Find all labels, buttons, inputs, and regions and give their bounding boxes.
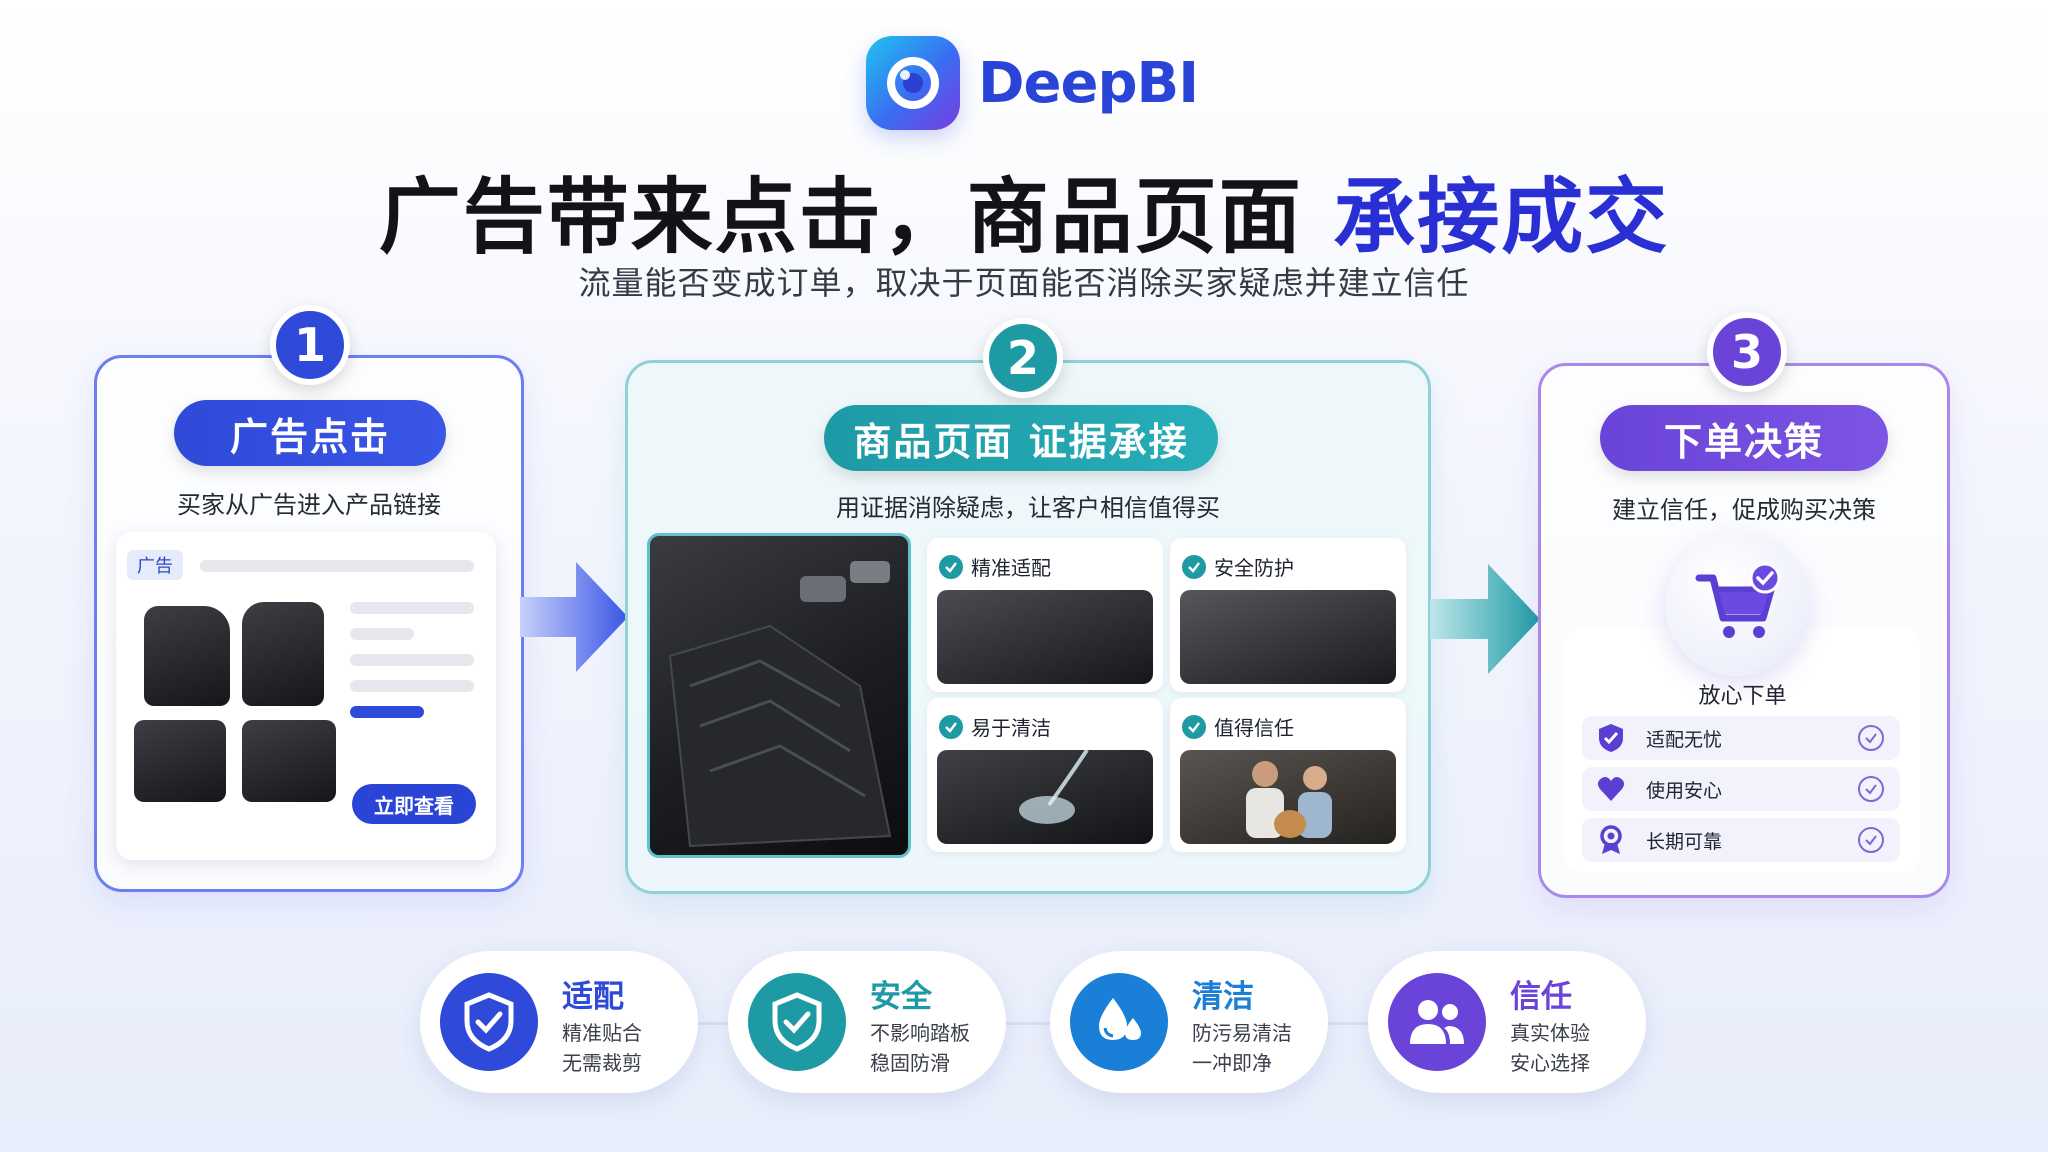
decision-row-reliable: 长期可靠 <box>1582 818 1900 862</box>
cart-badge <box>1665 532 1809 676</box>
page-subtitle: 流量能否变成订单，取决于页面能否消除买家疑虑并建立信任 <box>578 264 1470 302</box>
floor-mat-image <box>242 602 324 706</box>
feature-line-2: 一冲即净 <box>1192 1051 1272 1075</box>
feature-title: 清洁 <box>1192 979 1254 1015</box>
check-circle-icon <box>1182 554 1206 579</box>
users-icon <box>1388 973 1486 1071</box>
step-3-number: 3 <box>1707 312 1787 392</box>
check-circle-icon <box>1858 827 1884 853</box>
mat-safety-photo <box>1180 590 1396 684</box>
feature-connector-line <box>470 1022 1600 1025</box>
ad-tag: 广告 <box>127 550 183 580</box>
family-in-car-photo <box>1180 750 1396 844</box>
heart-icon <box>1596 774 1626 804</box>
evidence-tile-fit: 精准适配 <box>927 538 1163 692</box>
check-circle-icon <box>1858 776 1884 802</box>
feature-line-2: 稳固防滑 <box>870 1051 950 1075</box>
placeholder-bar <box>350 680 474 692</box>
water-drop-icon <box>1070 973 1168 1071</box>
arrow-right-icon <box>1430 564 1540 674</box>
step-1-number: 1 <box>270 305 350 385</box>
feature-line-1: 真实体验 <box>1510 1021 1590 1045</box>
evidence-tile-clean: 易于清洁 <box>927 698 1163 852</box>
placeholder-bar <box>350 602 474 614</box>
evidence-tile-safety: 安全防护 <box>1170 538 1406 692</box>
feature-clean: 清洁 防污易清洁 一冲即净 <box>1050 951 1328 1093</box>
placeholder-bar <box>350 628 414 640</box>
shield-check-icon <box>1596 723 1626 753</box>
check-circle-icon <box>1858 725 1884 751</box>
row-label: 适配无忧 <box>1646 728 1723 751</box>
price-bar <box>350 706 424 718</box>
shield-check-icon <box>440 973 538 1071</box>
feature-fit: 适配 精准贴合 无需裁剪 <box>420 951 698 1093</box>
tile-label: 值得信任 <box>1214 716 1294 740</box>
step-3-title: 下单决策 <box>1600 405 1888 471</box>
deepbi-logo-icon <box>866 36 960 130</box>
evidence-tile-trust: 值得信任 <box>1170 698 1406 852</box>
step-1-title: 广告点击 <box>174 400 446 466</box>
check-circle-icon <box>939 554 963 579</box>
mat-clean-photo <box>937 748 1153 844</box>
floor-mat-image <box>134 720 226 802</box>
brand-logo: DeepBI <box>866 36 1199 130</box>
shopping-cart-icon <box>1695 562 1781 638</box>
row-label: 长期可靠 <box>1646 830 1723 853</box>
tile-label: 精准适配 <box>971 556 1051 580</box>
placeholder-bar <box>200 560 474 572</box>
check-circle-icon <box>939 714 963 739</box>
title-main: 广告带来点击，商品页面 <box>378 170 1303 265</box>
feature-title: 安全 <box>870 979 932 1015</box>
award-medal-icon <box>1596 825 1626 855</box>
feature-line-1: 不影响踏板 <box>870 1021 970 1045</box>
feature-safety: 安全 不影响踏板 稳固防滑 <box>728 951 1006 1093</box>
car-floor-mat-photo <box>647 533 911 858</box>
tile-label: 安全防护 <box>1214 556 1294 580</box>
step-2-title: 商品页面 证据承接 <box>824 405 1218 471</box>
shield-check-icon <box>748 973 846 1071</box>
decision-row-safe: 使用安心 <box>1582 767 1900 811</box>
row-label: 使用安心 <box>1646 779 1723 802</box>
logo-text: DeepBI <box>978 50 1199 116</box>
feature-line-1: 精准贴合 <box>562 1021 642 1045</box>
floor-mat-image <box>242 720 336 802</box>
page-title: 广告带来点击，商品页面 承接成交 <box>0 150 2048 269</box>
mat-fit-photo <box>937 590 1153 684</box>
feature-line-2: 安心选择 <box>1510 1051 1590 1075</box>
placeholder-bar <box>350 654 474 666</box>
view-now-button[interactable]: 立即查看 <box>352 784 476 824</box>
feature-line-2: 无需裁剪 <box>562 1051 642 1075</box>
step-1-desc: 买家从广告进入产品链接 <box>177 491 441 519</box>
check-circle-icon <box>1182 714 1206 739</box>
step-2-number: 2 <box>983 318 1063 398</box>
title-highlight: 承接成交 <box>1333 170 1670 265</box>
feature-title: 适配 <box>562 979 624 1015</box>
floor-mat-image <box>144 606 230 706</box>
feature-trust: 信任 真实体验 安心选择 <box>1368 951 1646 1093</box>
tile-label: 易于清洁 <box>971 716 1051 740</box>
cart-label: 放心下单 <box>1698 684 1787 709</box>
arrow-right-icon <box>520 562 628 672</box>
decision-row-fit: 适配无忧 <box>1582 716 1900 760</box>
step-3-desc: 建立信任，促成购买决策 <box>1612 496 1876 524</box>
feature-line-1: 防污易清洁 <box>1192 1021 1292 1045</box>
step-2-desc: 用证据消除疑虑，让客户相信值得买 <box>836 494 1220 522</box>
feature-title: 信任 <box>1510 979 1572 1015</box>
